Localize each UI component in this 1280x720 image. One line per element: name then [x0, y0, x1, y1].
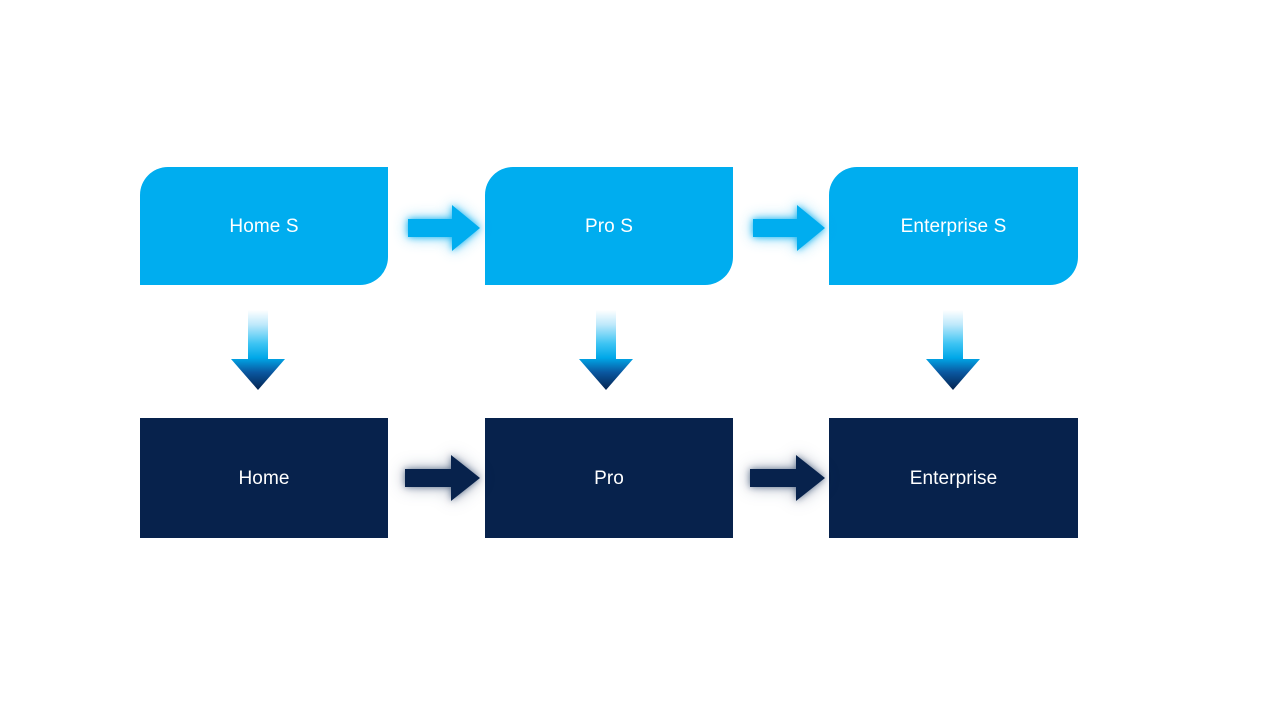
node-home[interactable]: Home [140, 418, 388, 538]
arrow-down-icon-home-s-to-home [231, 310, 285, 390]
node-label: Pro [594, 467, 624, 489]
node-label: Home [238, 467, 290, 489]
node-enterprise-s[interactable]: Enterprise S [829, 167, 1078, 285]
node-label: Enterprise [909, 467, 998, 489]
arrow-right-icon-home-to-pro [405, 455, 480, 501]
node-label: Enterprise S [900, 215, 1007, 237]
node-pro[interactable]: Pro [485, 418, 733, 538]
arrow-down-icon-pro-s-to-pro [579, 310, 633, 390]
arrow-right-icon-home-s-to-pro-s [408, 205, 480, 251]
arrow-down-icon-enterprise-s-to-enterprise [926, 310, 980, 390]
node-enterprise[interactable]: Enterprise [829, 418, 1078, 538]
node-pro-s[interactable]: Pro S [485, 167, 733, 285]
arrow-right-icon-pro-s-to-enterprise-s [753, 205, 825, 251]
arrow-right-icon-pro-to-enterprise [750, 455, 825, 501]
node-label: Pro S [584, 215, 634, 237]
node-label: Home S [229, 215, 299, 237]
node-home-s[interactable]: Home S [140, 167, 388, 285]
